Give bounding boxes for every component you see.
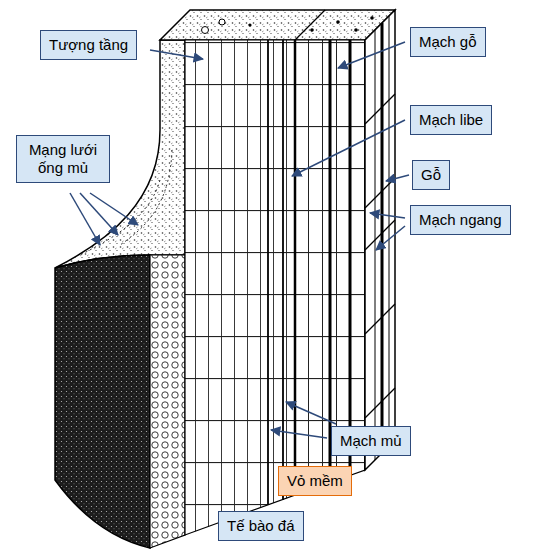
ray-label: Mạch ngang xyxy=(410,205,511,235)
vessel-dot xyxy=(310,28,314,32)
soft-bark-face xyxy=(185,40,295,535)
leader-line xyxy=(376,226,405,250)
vessel-dot xyxy=(336,20,340,24)
surface-row xyxy=(120,150,172,245)
stone-cell-label: Tế bào đá xyxy=(218,511,304,541)
xylem-vessel xyxy=(381,23,384,453)
ray-line xyxy=(365,94,395,124)
leader-line xyxy=(90,193,138,225)
node-label: Gỗ xyxy=(421,166,441,184)
leader-line xyxy=(150,50,203,59)
right-face xyxy=(365,10,395,470)
leader-line xyxy=(338,42,405,68)
node-label: Mạch mủ xyxy=(340,432,402,450)
soft-bark-label: Vỏ mềm xyxy=(278,466,352,496)
phloem-vessel-label: Mạch libe xyxy=(410,105,492,135)
ray-line xyxy=(365,304,395,334)
stone-cell-band xyxy=(150,255,185,548)
latex-network-label: Mạng lưới ống mủ xyxy=(16,135,110,183)
leader-line xyxy=(292,120,405,176)
wood-line xyxy=(375,30,376,460)
leader-line xyxy=(271,430,327,438)
ray-line xyxy=(365,220,395,250)
vessel-dot xyxy=(248,23,251,26)
node-label: Mạch libe xyxy=(419,111,483,129)
wood-line xyxy=(389,16,390,446)
leader-lines xyxy=(70,42,409,438)
latex-vessel-label: Mạch mủ xyxy=(331,426,411,456)
node-label: Mạch gỗ xyxy=(419,33,477,51)
vessel-dot xyxy=(219,19,225,25)
node-label: Mạng lưới ống mủ xyxy=(25,141,101,177)
surface-row xyxy=(80,180,160,255)
leader-line xyxy=(286,402,336,424)
leader-line xyxy=(370,213,405,218)
cambium-label: Tượng tầng xyxy=(40,30,137,60)
top-face xyxy=(160,10,395,40)
node-label: Mạch ngang xyxy=(419,211,502,229)
wood-label: Gỗ xyxy=(412,160,450,190)
node-label: Tế bào đá xyxy=(227,517,295,535)
xylem-vessel xyxy=(329,40,332,483)
ray-line xyxy=(365,178,395,208)
xylem-vessel xyxy=(349,40,352,475)
ray-line xyxy=(365,388,395,418)
vessel-dot xyxy=(202,27,209,34)
outer-bark xyxy=(55,255,150,548)
xylem-vessel-label: Mạch gỗ xyxy=(410,27,486,57)
vessel-dot xyxy=(370,16,374,20)
node-label: Tượng tầng xyxy=(49,36,128,54)
cambium-line xyxy=(294,40,297,495)
leader-line xyxy=(70,193,100,245)
cambium-top xyxy=(295,10,325,40)
latex-vessel xyxy=(267,40,269,505)
vessel-dot xyxy=(354,28,358,32)
leader-line xyxy=(386,175,409,181)
node-label: Vỏ mềm xyxy=(287,472,343,490)
